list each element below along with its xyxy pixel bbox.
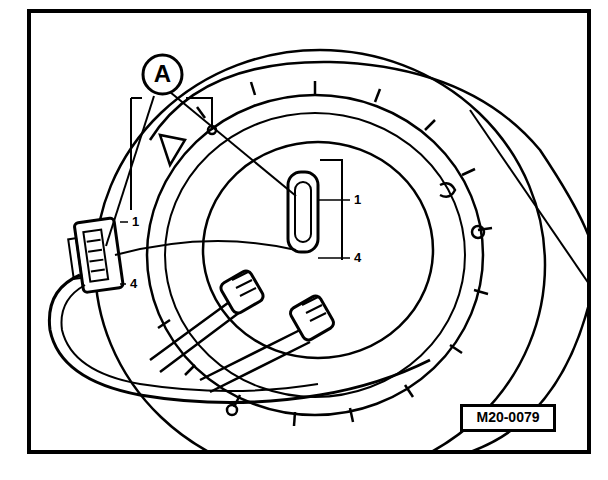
- bracket-line: [130, 98, 132, 210]
- fuel-line: [200, 330, 310, 392]
- pin-leader: [120, 200, 350, 284]
- ring-lugs: [158, 81, 492, 426]
- tank-notch: [440, 183, 455, 196]
- flange-cover: [203, 142, 433, 358]
- fuel-fitting: [288, 294, 335, 342]
- leader-line: [170, 92, 296, 196]
- pump-socket-pins: [295, 182, 311, 242]
- hole: [472, 226, 484, 238]
- locking-ring-inner: [165, 113, 465, 397]
- tank-edge: [470, 110, 587, 300]
- callout-letter: A: [154, 61, 171, 87]
- bracket-line: [186, 98, 212, 130]
- fuel-fitting: [219, 269, 265, 315]
- pump-socket: [288, 172, 318, 252]
- bracket-line: [131, 97, 142, 99]
- locking-ring: [147, 95, 483, 415]
- pin-number: 1: [353, 193, 362, 206]
- pin-number: 4: [129, 277, 138, 290]
- leader-line: [106, 96, 154, 246]
- figure-number-box: M20-0079: [460, 404, 556, 432]
- flange-outer: [95, 50, 545, 450]
- wire-harness: [61, 285, 318, 391]
- fuel-line: [150, 300, 240, 372]
- hole: [227, 405, 237, 415]
- ring-tab: [160, 135, 185, 165]
- harness-connector: [66, 218, 123, 294]
- callout-circle: A: [141, 53, 184, 96]
- figure-number: M20-0079: [476, 410, 539, 425]
- socket-boss: [320, 160, 342, 260]
- wire: [115, 241, 296, 255]
- pin-number: 4: [353, 251, 362, 264]
- tank-contour: [150, 62, 587, 240]
- pin-number: 1: [131, 215, 140, 228]
